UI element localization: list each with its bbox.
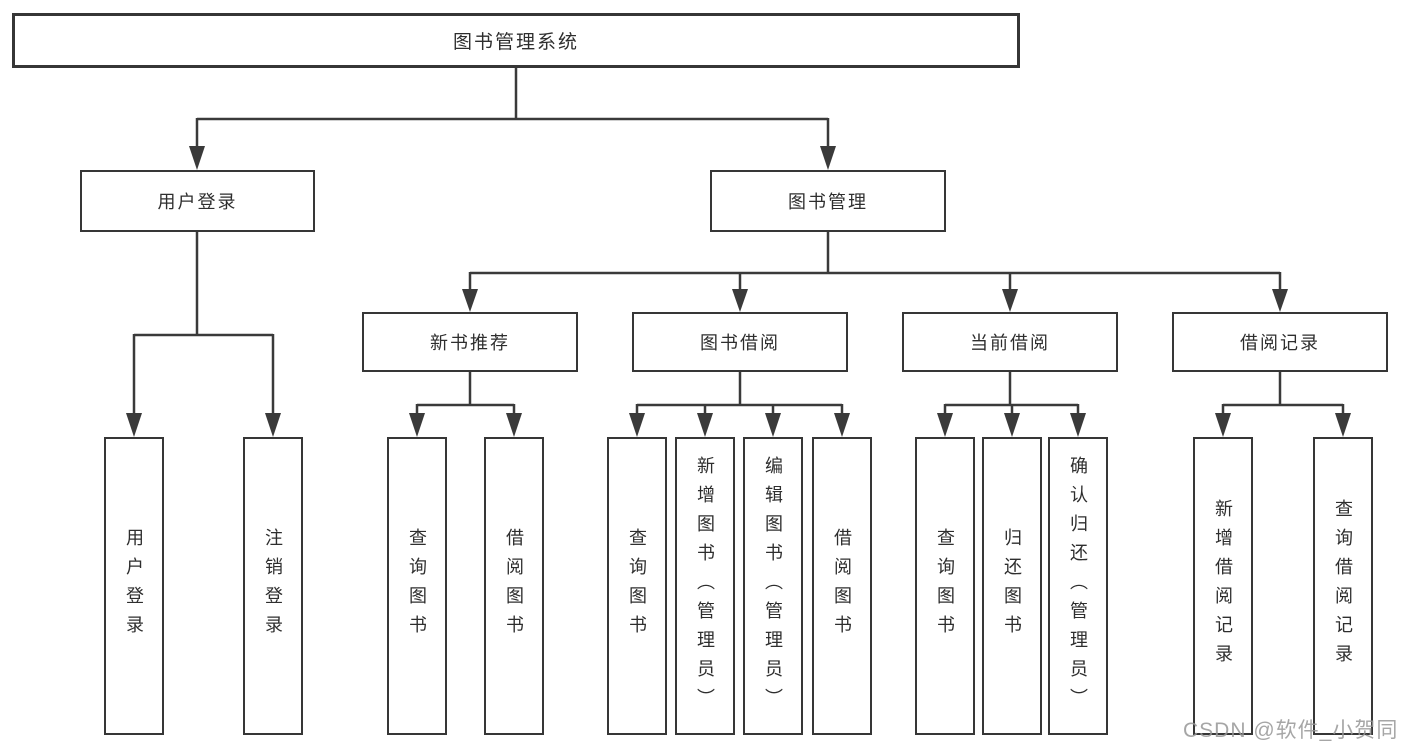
leaf-add-borrow-record: 新增借阅记录 xyxy=(1193,437,1253,735)
node-user-login: 用户登录 xyxy=(80,170,315,232)
leaf-edit-book-admin: 编辑图书（管理员） xyxy=(743,437,803,735)
node-book-management: 图书管理 xyxy=(710,170,946,232)
leaf-confirm-return-admin: 确认归还（管理员） xyxy=(1048,437,1108,735)
leaf-user-login: 用户登录 xyxy=(104,437,164,735)
node-library-management-system: 图书管理系统 xyxy=(12,13,1020,68)
leaf-logout: 注销登录 xyxy=(243,437,303,735)
leaf-recommend-borrow-books: 借阅图书 xyxy=(484,437,544,735)
leaf-borrow-borrow-books: 借阅图书 xyxy=(812,437,872,735)
node-current-borrow: 当前借阅 xyxy=(902,312,1118,372)
leaf-add-book-admin: 新增图书（管理员） xyxy=(675,437,735,735)
node-book-borrow: 图书借阅 xyxy=(632,312,848,372)
node-borrow-records: 借阅记录 xyxy=(1172,312,1388,372)
leaf-borrow-query-books: 查询图书 xyxy=(607,437,667,735)
leaf-current-query-books: 查询图书 xyxy=(915,437,975,735)
leaf-return-books: 归还图书 xyxy=(982,437,1042,735)
leaf-query-borrow-record: 查询借阅记录 xyxy=(1313,437,1373,735)
node-new-book-recommend: 新书推荐 xyxy=(362,312,578,372)
leaf-recommend-query-books: 查询图书 xyxy=(387,437,447,735)
